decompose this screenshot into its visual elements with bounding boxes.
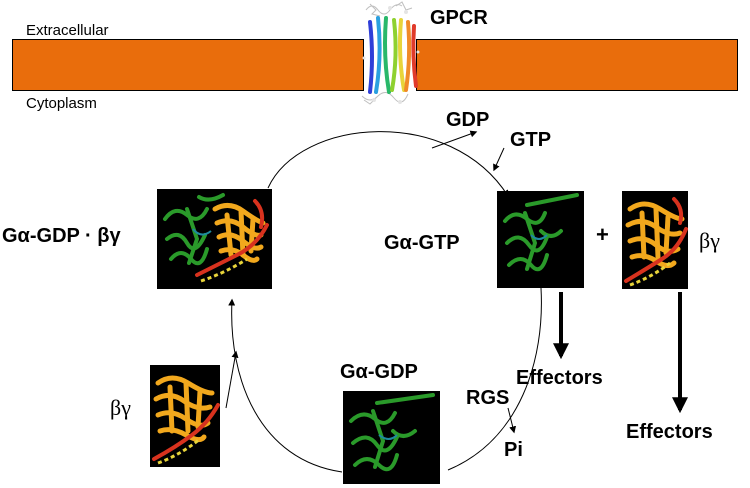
ga-gtp-label: Gα-GTP bbox=[384, 232, 460, 254]
gdp-release-arrow bbox=[431, 130, 478, 149]
pi-label: Pi bbox=[504, 439, 523, 461]
ga-gdp-bg-label: Gα-GDP · βγ bbox=[2, 225, 121, 247]
heterotrimer-structure-image bbox=[157, 189, 272, 289]
ga-gdp-structure-image bbox=[343, 391, 440, 484]
cycle-arc-bottom bbox=[228, 298, 343, 473]
membrane-left bbox=[12, 39, 364, 91]
gdp-label: GDP bbox=[446, 109, 490, 131]
extracellular-label: Extracellular bbox=[26, 22, 109, 39]
rgs-label: RGS bbox=[466, 387, 510, 409]
membrane-right bbox=[416, 39, 738, 91]
bg-right-structure-image bbox=[622, 191, 688, 289]
bg-left-label: βγ bbox=[110, 395, 131, 420]
pi-release-arrow bbox=[507, 407, 517, 434]
cycle-arc-top bbox=[267, 131, 509, 198]
ga-gtp-structure-image bbox=[497, 191, 584, 288]
cytoplasm-label: Cytoplasm bbox=[26, 95, 97, 112]
beta-gamma-rejoin-arrow bbox=[225, 350, 239, 409]
gtp-label: GTP bbox=[510, 129, 552, 151]
bg-right-label: βγ bbox=[699, 228, 720, 253]
bg-left-structure-image bbox=[150, 365, 220, 467]
cycle-arc-right bbox=[447, 287, 542, 471]
gpcr-label: GPCR bbox=[430, 7, 488, 29]
gtp-binding-arrow bbox=[493, 147, 505, 172]
effectors-label-1: Effectors bbox=[516, 367, 603, 389]
gpcr-structure-icon bbox=[361, 1, 420, 105]
plus-sign: + bbox=[596, 222, 609, 247]
effectors-label-2: Effectors bbox=[626, 421, 713, 443]
ga-gdp-label: Gα-GDP bbox=[340, 361, 418, 383]
